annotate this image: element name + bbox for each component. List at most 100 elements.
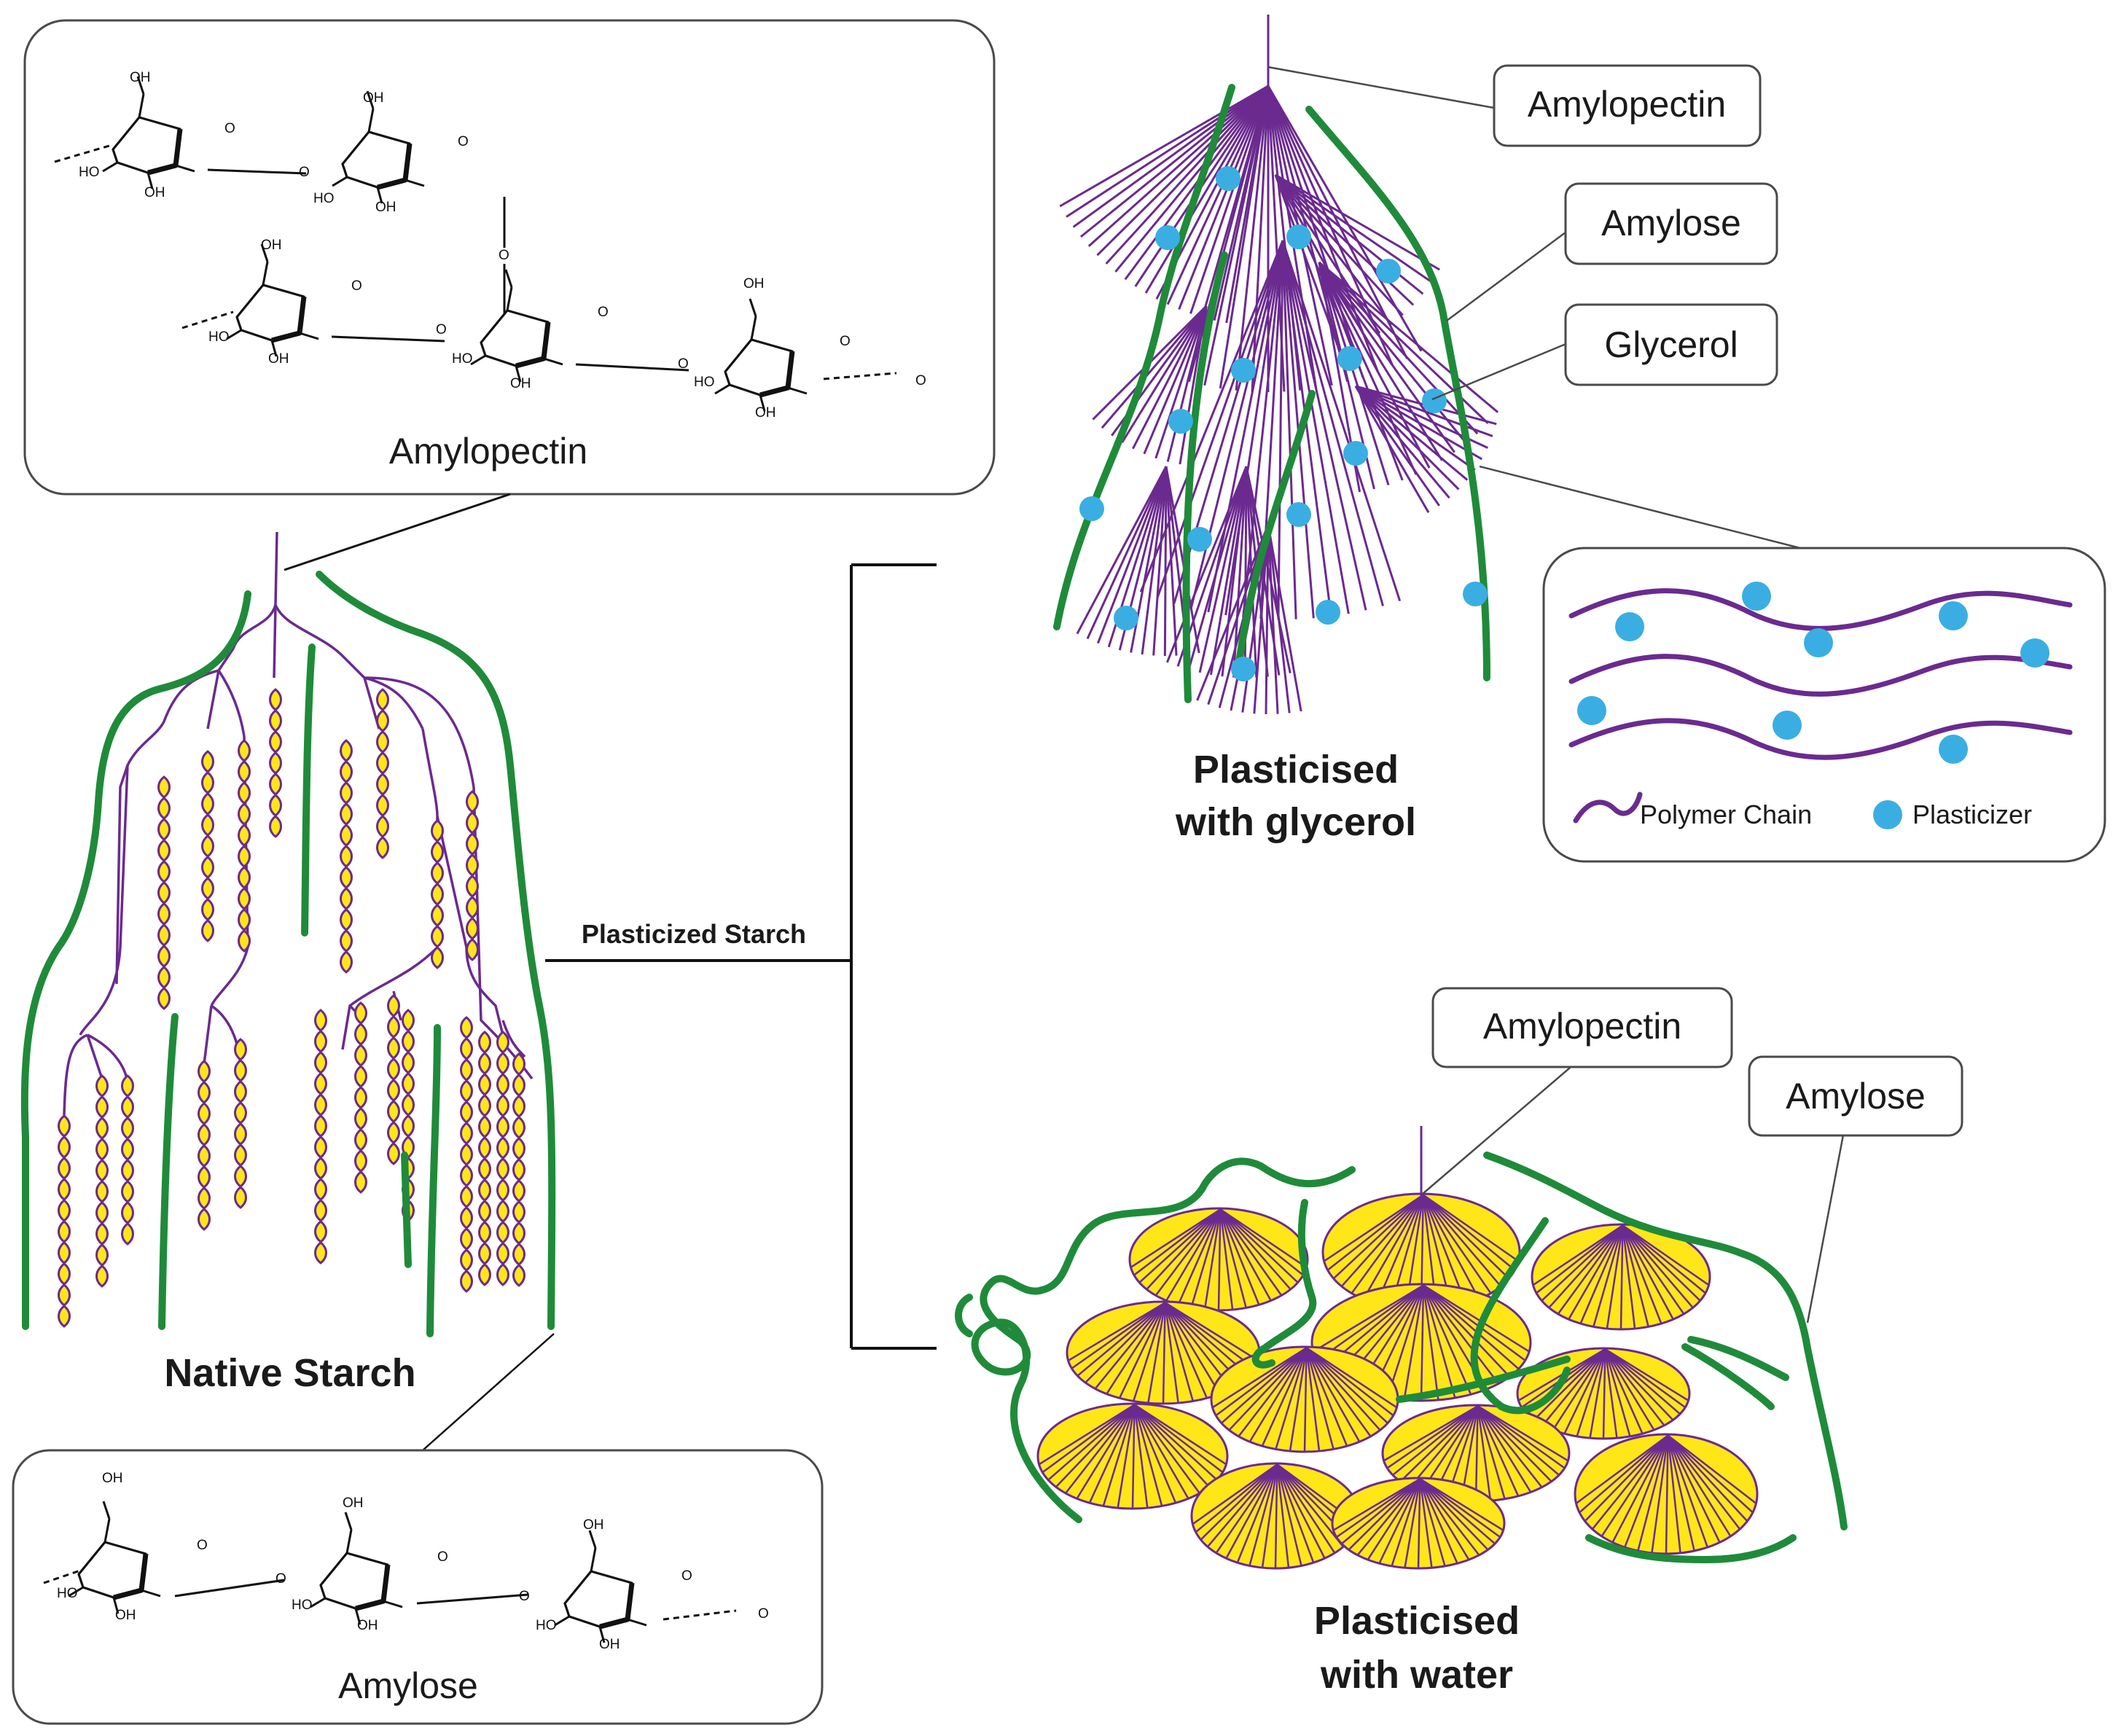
disc-spoke bbox=[1552, 1348, 1606, 1431]
helix-lobe bbox=[234, 1186, 247, 1209]
disc-spoke bbox=[1419, 1478, 1501, 1538]
callout-label: Amylose bbox=[1601, 203, 1741, 243]
helix-lobe bbox=[121, 1095, 134, 1119]
helix-lobe bbox=[460, 1143, 473, 1166]
helix-lobe bbox=[340, 866, 353, 889]
branch-line bbox=[1166, 305, 1208, 462]
helix-lobe bbox=[354, 1044, 367, 1067]
disc-spoke bbox=[1305, 1347, 1398, 1409]
disc-spoke bbox=[1164, 1302, 1221, 1395]
helix-lobe bbox=[354, 1107, 367, 1130]
disc-spoke bbox=[1392, 1405, 1479, 1476]
plasticizer-dot bbox=[1343, 441, 1368, 466]
plasticizer-dot bbox=[1376, 259, 1401, 284]
helix-lobe bbox=[198, 1123, 211, 1146]
callout-amylose: Amylose bbox=[1748, 1055, 1963, 1137]
helix-lobe bbox=[314, 1114, 327, 1138]
chem-oh-label: OH bbox=[743, 276, 765, 292]
helix-lobe bbox=[157, 797, 171, 820]
helix-lobe bbox=[466, 853, 479, 877]
helix-lobe bbox=[512, 1264, 525, 1287]
disc-spoke bbox=[1332, 1478, 1421, 1531]
disc-spoke bbox=[1541, 1348, 1606, 1426]
helix-lobe bbox=[95, 1243, 109, 1267]
glycerol-panel-title-line2: with glycerol bbox=[1175, 800, 1416, 844]
helix-lobe bbox=[354, 1001, 367, 1025]
disc-spoke bbox=[1200, 1463, 1278, 1541]
disc-spoke bbox=[1477, 1405, 1532, 1493]
disc-spoke bbox=[1332, 1194, 1424, 1280]
disc-spoke bbox=[1422, 1194, 1516, 1271]
branch-line bbox=[1275, 173, 1433, 284]
disc-spoke bbox=[1422, 1285, 1456, 1399]
chem-o-label: O bbox=[437, 1549, 448, 1565]
plasticizer-dot bbox=[1422, 388, 1447, 413]
disc-spoke bbox=[1423, 1284, 1530, 1353]
glycerol-amylose-chains bbox=[1053, 84, 1490, 703]
water-amylopectin-discs bbox=[1036, 1192, 1759, 1570]
helix-lobe bbox=[387, 1100, 400, 1123]
disc-spoke bbox=[1423, 1284, 1511, 1377]
polymer-legend-box: Polymer Chain Plasticizer bbox=[1542, 547, 2106, 863]
disc-spoke bbox=[1477, 1405, 1506, 1500]
helix-lobe bbox=[466, 896, 479, 919]
plasticizer-dot bbox=[1079, 496, 1104, 521]
disc-spoke bbox=[1133, 1404, 1224, 1474]
disc-spoke bbox=[1133, 1404, 1211, 1488]
chem-oh-label: OH bbox=[357, 1618, 378, 1633]
disc-spoke bbox=[1248, 1347, 1308, 1442]
amylopectin-structure-box: OH HO OH O O OH HO OH O O OH HO OH O O H… bbox=[23, 19, 996, 496]
disc-spoke bbox=[1622, 1225, 1636, 1329]
disc-spoke bbox=[1065, 1404, 1136, 1494]
disc-spoke bbox=[1219, 1208, 1272, 1302]
helix-lobe bbox=[376, 751, 389, 775]
helix-lobe bbox=[58, 1199, 71, 1222]
helix-lobe bbox=[496, 1136, 509, 1160]
disc-spoke bbox=[1219, 1209, 1247, 1308]
disc-spoke bbox=[1348, 1478, 1421, 1551]
plasticizer-dot bbox=[1463, 582, 1488, 606]
disc-spoke bbox=[1422, 1195, 1480, 1300]
branch-line bbox=[1143, 305, 1208, 455]
branch-line bbox=[1086, 466, 1168, 640]
disc-spoke bbox=[1563, 1348, 1606, 1434]
legend-chain-label: Polymer Chain bbox=[1640, 799, 1812, 829]
disc-spoke bbox=[1276, 1463, 1345, 1548]
amylose-chemical-structure: OH HO OH O O OH HO OH O O OH HO OH O O bbox=[43, 1471, 769, 1652]
callout-amylopectin: Amylopectin bbox=[1493, 64, 1762, 147]
disc-spoke bbox=[1477, 1405, 1566, 1469]
native-starch-title: Native Starch bbox=[164, 1351, 415, 1395]
helix-lobe bbox=[478, 1073, 491, 1096]
helix-lobe bbox=[340, 929, 353, 953]
helix-lobe bbox=[512, 1052, 525, 1076]
helix-lobe bbox=[340, 739, 353, 762]
disc-spoke bbox=[1219, 1208, 1260, 1305]
glycerol-callouts bbox=[1267, 66, 1801, 550]
helix-lobe bbox=[496, 1157, 509, 1181]
branch-line bbox=[1354, 385, 1460, 490]
helix-lobe bbox=[431, 883, 444, 906]
helix-lobe bbox=[314, 1093, 327, 1117]
helix-lobe bbox=[387, 1036, 400, 1060]
branch-line bbox=[1355, 385, 1482, 461]
helix-lobe bbox=[512, 1221, 525, 1245]
helix-lobe bbox=[478, 1031, 491, 1054]
disc-spoke bbox=[1326, 1194, 1424, 1271]
callout-label: Amylopectin bbox=[1483, 1006, 1681, 1047]
helix-lobe bbox=[198, 1102, 211, 1125]
helix-lobe bbox=[58, 1178, 71, 1201]
branch-line bbox=[1281, 240, 1384, 606]
helix-lobe bbox=[460, 1100, 473, 1124]
branch-line bbox=[1251, 85, 1270, 392]
disc-spoke bbox=[1419, 1478, 1470, 1560]
helix-lobe bbox=[238, 781, 251, 805]
helix-lobe bbox=[496, 1073, 509, 1096]
helix-lobe bbox=[512, 1179, 525, 1203]
helix-lobe bbox=[95, 1117, 109, 1140]
chem-oh-label: OH bbox=[130, 70, 151, 85]
disc-spoke bbox=[1133, 1404, 1189, 1499]
disc-spoke bbox=[1130, 1208, 1222, 1268]
disc-spoke bbox=[1477, 1405, 1552, 1482]
chem-o-label: O bbox=[351, 278, 362, 294]
disc-spoke bbox=[1386, 1405, 1479, 1469]
